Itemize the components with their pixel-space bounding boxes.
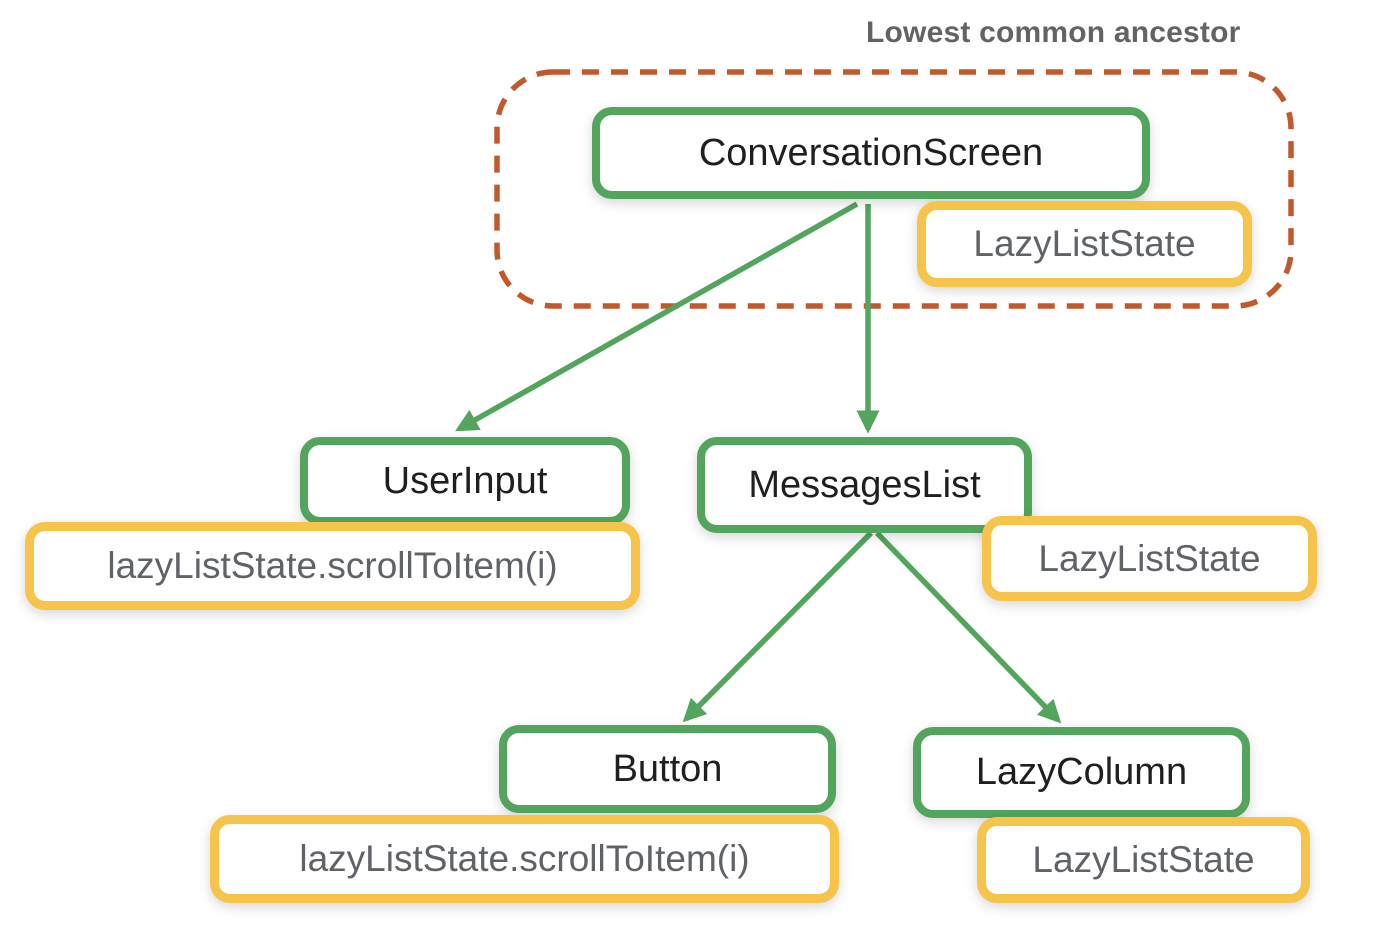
call-badge-button: lazyListState.scrollToItem(i) [210,815,839,903]
node-userinput: UserInput [300,437,630,525]
node-button: Button [499,725,836,813]
call-badge-button-label: lazyListState.scrollToItem(i) [299,838,750,879]
lowest-common-ancestor-outline [494,69,1294,309]
node-conversationscreen-label: ConversationScreen [698,131,1044,174]
state-badge-conversationscreen: LazyListState [917,201,1252,287]
node-lazycolumn-label: LazyColumn [975,751,1188,793]
edge-conversationscreen-userinput [454,201,859,432]
node-messageslist-label: MessagesList [748,463,981,506]
edge-messageslist-button [682,531,873,723]
state-badge-lazycolumn-label: LazyListState [1032,839,1255,880]
edge-messageslist-lazycolumn [875,531,1062,724]
state-badge-conversationscreen-label: LazyListState [973,223,1196,264]
state-badge-lazycolumn: LazyListState [977,817,1310,903]
node-userinput-label: UserInput [382,459,548,502]
node-button-label: Button [612,747,723,790]
call-badge-userinput-label: lazyListState.scrollToItem(i) [107,545,558,586]
node-conversationscreen: ConversationScreen [592,107,1150,199]
call-badge-userinput: lazyListState.scrollToItem(i) [25,522,640,610]
node-messageslist: MessagesList [697,437,1032,533]
state-badge-messageslist: LazyListState [982,516,1317,601]
node-lazycolumn: LazyColumn [913,727,1250,818]
lowest-common-ancestor-label: Lowest common ancestor [866,16,1241,49]
state-badge-messageslist-label: LazyListState [1038,537,1261,579]
